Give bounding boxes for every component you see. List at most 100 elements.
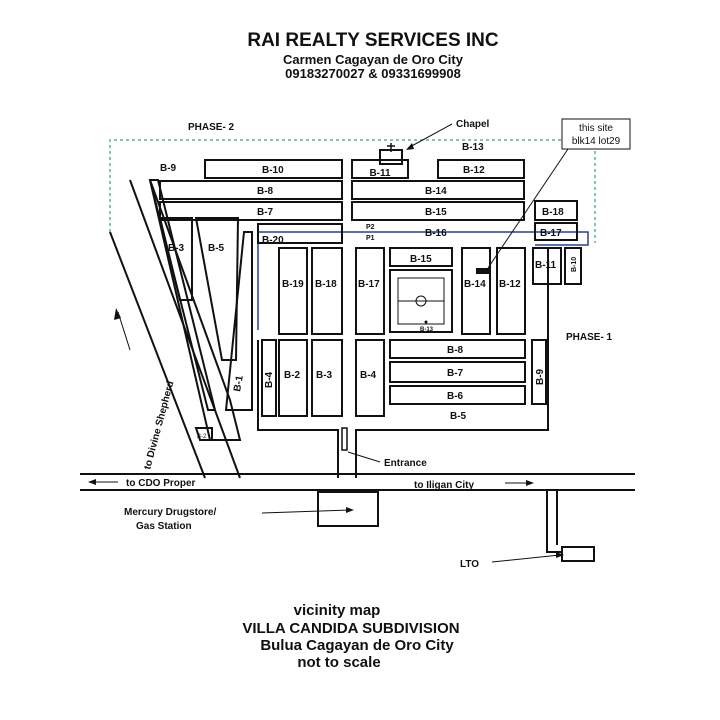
block-b13-p1-label: B-13 bbox=[420, 327, 434, 333]
perimeter-road-right bbox=[355, 248, 549, 478]
phase1-label: PHASE- 1 bbox=[566, 332, 613, 343]
lto-label: LTO bbox=[460, 559, 479, 570]
mercury-arrowhead bbox=[346, 507, 354, 513]
block-b12-top bbox=[437, 159, 525, 179]
block-b18-right-label: B-18 bbox=[542, 207, 564, 218]
mercury-pointer bbox=[261, 509, 351, 514]
block-b2 bbox=[278, 339, 308, 417]
block-b3-left bbox=[158, 217, 193, 301]
entrance-label: Entrance bbox=[384, 458, 427, 469]
block-b3-left-label: B-3 bbox=[168, 243, 185, 254]
block-b3-p1-label: B-3 bbox=[316, 370, 333, 381]
perimeter-road bbox=[257, 340, 339, 478]
company-name: RAI REALTY SERVICES INC bbox=[247, 30, 499, 51]
road-divine-shepherd-2 bbox=[129, 179, 241, 479]
p1-label: P1 bbox=[366, 235, 375, 242]
block-b10 bbox=[204, 159, 343, 179]
footer-location: Bulua Cagayan de Oro City bbox=[260, 637, 454, 654]
block-b5-left-label: B-5 bbox=[208, 243, 225, 254]
block-b6-p1 bbox=[389, 385, 526, 405]
chapel-label: Chapel bbox=[456, 119, 490, 130]
block-b15-top bbox=[351, 201, 525, 221]
mercury-label-line2: Gas Station bbox=[136, 521, 192, 532]
chapel-building bbox=[379, 149, 403, 165]
block-b9: B-9 bbox=[160, 163, 177, 174]
entrance-gate bbox=[341, 427, 348, 451]
block-b7-p1-label: B-7 bbox=[447, 368, 464, 379]
mercury-drugstore-building bbox=[317, 491, 379, 527]
site-callout-line2: blk14 lot29 bbox=[572, 136, 621, 147]
block-b11-p1-label: B-11 bbox=[535, 260, 557, 271]
footer-subdivision: VILLA CANDIDA SUBDIVISION bbox=[242, 620, 459, 637]
block-b11-top bbox=[351, 159, 409, 179]
to-divine-shepherd-label: to Divine Shepherd bbox=[142, 380, 176, 471]
block-b17-right bbox=[534, 222, 578, 241]
block-b19-label: B-19 bbox=[282, 279, 304, 290]
block-b14-top bbox=[351, 180, 525, 200]
phase2-label: PHASE- 2 bbox=[188, 122, 235, 133]
block-b17-p1-label: B-17 bbox=[358, 279, 380, 290]
block-b18-right bbox=[534, 200, 578, 221]
block-b12-p1-label: B-12 bbox=[499, 279, 521, 290]
block-b15-p1-label: B-15 bbox=[410, 254, 432, 265]
block-b11-top-label: B-11 bbox=[369, 168, 391, 179]
block-b4a-label: B-4 bbox=[264, 371, 275, 388]
block-b14-p1 bbox=[461, 247, 491, 335]
block-b2-small bbox=[194, 427, 213, 441]
court-area bbox=[389, 269, 453, 333]
block-b7-p1 bbox=[389, 361, 526, 383]
block-b9-p1-label: B-9 bbox=[535, 368, 546, 385]
block-b8-p1-label: B-8 bbox=[447, 345, 464, 356]
block-b17-right-label: B-17 bbox=[540, 228, 562, 239]
arrow-to-iligan-head bbox=[526, 480, 534, 486]
mercury-label-line1: Mercury Drugstore/ bbox=[124, 507, 216, 518]
block-b4-p1 bbox=[355, 339, 385, 417]
lto-pointer bbox=[491, 554, 561, 563]
lto-arrowhead bbox=[556, 552, 564, 558]
block-b5-left bbox=[194, 217, 240, 361]
block-b15-p1 bbox=[389, 247, 453, 267]
block-b1-label: B-1 bbox=[232, 374, 246, 392]
court-center-circle bbox=[415, 295, 427, 307]
block-b19 bbox=[278, 247, 308, 335]
road-divine-shepherd-1 bbox=[109, 231, 206, 479]
block-left-wedge bbox=[149, 179, 242, 441]
site-marker bbox=[476, 268, 490, 274]
footer-note: not to scale bbox=[297, 654, 380, 671]
block-b14-p1-label: B-14 bbox=[464, 279, 486, 290]
block-b7-top bbox=[159, 201, 343, 221]
entrance-pointer bbox=[347, 451, 381, 463]
divine-arrow bbox=[117, 311, 131, 351]
block-b4a bbox=[261, 339, 277, 417]
to-cdo-label: to CDO Proper bbox=[126, 478, 196, 489]
footer-title: vicinity map bbox=[294, 602, 381, 619]
block-b20 bbox=[257, 223, 343, 244]
chapel-arrowhead bbox=[406, 143, 414, 150]
block-b7-top-label: B-7 bbox=[257, 207, 274, 218]
company-phones: 09183270027 & 09331699908 bbox=[285, 66, 461, 81]
block-b18-p1 bbox=[311, 247, 343, 335]
block-b20-label: B-20 bbox=[262, 235, 284, 246]
block-b9-p1 bbox=[531, 339, 547, 405]
site-callout-box bbox=[561, 118, 631, 150]
block-b10-p1-label: B-10 bbox=[571, 257, 578, 272]
block-b3-p1 bbox=[311, 339, 343, 417]
block-b12-p1 bbox=[496, 247, 526, 335]
block-b15-top-label: B-15 bbox=[425, 207, 447, 218]
block-b8-p1 bbox=[389, 339, 526, 359]
lto-road-left bbox=[546, 490, 562, 553]
block-b10-label: B-10 bbox=[262, 165, 284, 176]
block-b6-p1-label: B-6 bbox=[447, 391, 464, 402]
p2-label: P2 bbox=[366, 224, 375, 231]
block-b18-p1-label: B-18 bbox=[315, 279, 337, 290]
block-b2-label: B-2 bbox=[284, 370, 301, 381]
block-b5-p1-label: B-5 bbox=[450, 411, 467, 422]
arrow-to-cdo-head bbox=[88, 479, 96, 485]
company-address: Carmen Cagayan de Oro City bbox=[283, 52, 464, 67]
to-iligan-label: to Iligan City bbox=[414, 480, 474, 491]
chapel-pointer bbox=[407, 123, 453, 149]
block-b12-top-label: B-12 bbox=[463, 165, 485, 176]
site-callout-line1: this site bbox=[579, 123, 613, 134]
block-b13-top-label: B-13 bbox=[462, 142, 484, 153]
